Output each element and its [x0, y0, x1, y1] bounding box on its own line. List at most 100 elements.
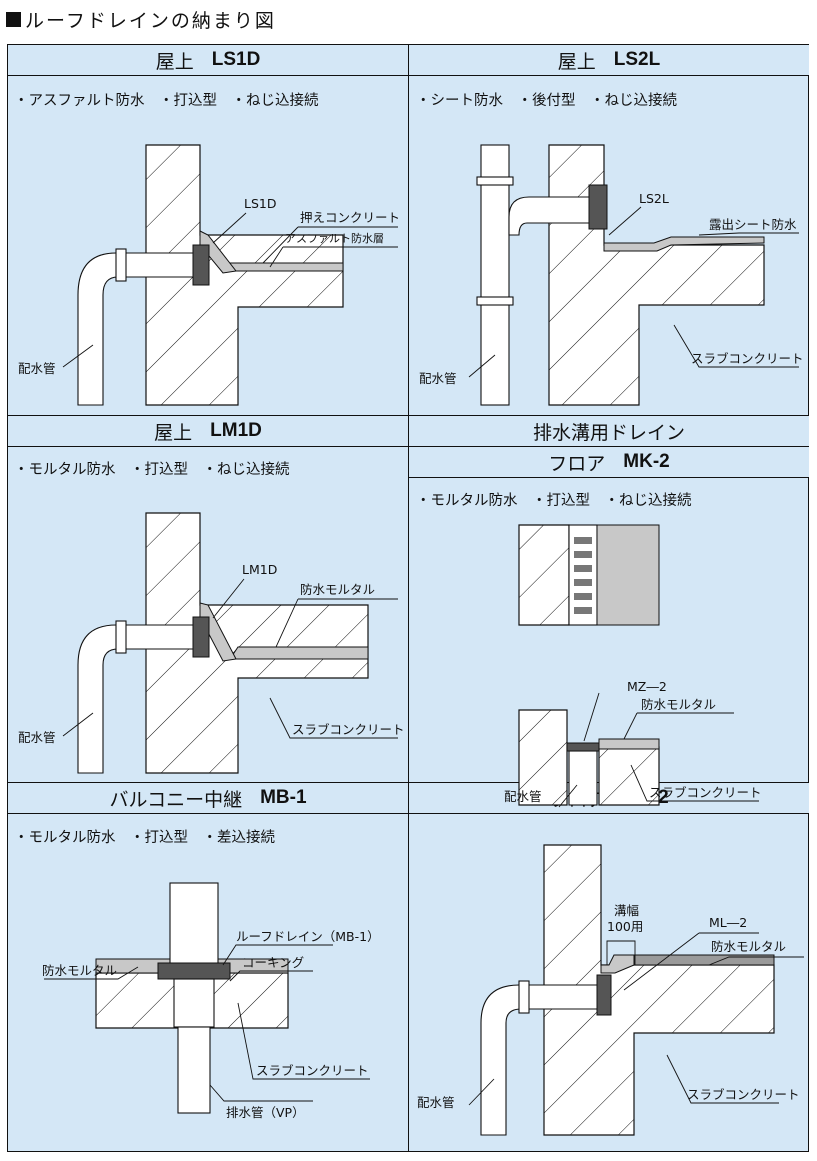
leader-pipe — [468, 354, 496, 378]
section-hatch-right — [599, 747, 659, 805]
drain-pipe-vp — [177, 1026, 211, 1114]
leader-pipe — [62, 344, 94, 368]
leader-layer1 — [623, 712, 734, 740]
panel-title: 屋上 — [557, 50, 596, 73]
label-slab: スラブコンクリート — [687, 1087, 800, 1102]
leader-layer1 — [262, 226, 398, 264]
sheet-membrane — [603, 236, 765, 252]
leader-layer2 — [269, 246, 398, 268]
leader-product — [212, 578, 245, 619]
label-layer2: アスファルト防水層 — [285, 231, 384, 245]
panel-header-ls2l: 屋上 LS2L — [409, 45, 809, 76]
leader-layer1 — [698, 232, 799, 236]
leader-pipe — [468, 1078, 495, 1106]
protect-concrete — [222, 262, 344, 272]
drain-pipe-vertical — [480, 144, 510, 406]
diagram-mb1: ルーフドレイン（MB-1） コーキング 防水モルタル スラブコンクリート 排水管… — [42, 882, 380, 1120]
leader-layer1 — [44, 966, 139, 980]
label-pipe: 配水管 — [417, 1095, 455, 1110]
label-layer1: 防水モルタル — [641, 697, 716, 712]
leader-product — [212, 212, 247, 244]
spec-note-mk2: ・モルタル防水 ・打込型 ・ねじ込接続 — [416, 493, 692, 509]
leader-product — [222, 944, 333, 966]
row-divider-1 — [8, 415, 808, 417]
label-layer1: 露出シート防水 — [709, 217, 797, 232]
panel-header-lm1d: 屋上 LM1D — [8, 416, 408, 447]
leader-slab — [237, 1002, 370, 1080]
label-groove-2: 100用 — [607, 919, 643, 934]
plan-floor — [596, 524, 660, 626]
leader-product — [583, 692, 600, 742]
leader-caulk — [229, 970, 313, 982]
leader-slab — [673, 324, 799, 368]
label-layer1: 防水モルタル — [711, 939, 786, 954]
label-pipe: 配水管 — [18, 730, 56, 745]
column-divider — [408, 45, 410, 1151]
panel-title: 屋上 — [155, 50, 194, 73]
row-divider-2 — [8, 782, 808, 784]
panel-model: LM1D — [210, 420, 262, 441]
diagram-lm1d: LM1D 防水モルタル スラブコンクリート 配水管 — [18, 512, 405, 774]
label-layer1: 押えコンクリート — [300, 210, 400, 225]
label-caulk: コーキング — [242, 955, 304, 970]
diagram-mk2: MZ―2 防水モルタル スラブコンクリート 配水管 — [504, 524, 762, 808]
panel-model: LS1D — [211, 49, 261, 70]
drain-body — [588, 184, 608, 230]
leader-pipe — [62, 712, 94, 737]
label-layer1: 防水モルタル — [42, 963, 117, 978]
mortar-layer — [633, 954, 775, 966]
panel-model: LS2L — [613, 49, 661, 70]
pipe-socket — [518, 980, 530, 1014]
concrete-hatch — [146, 145, 343, 405]
panel-title: フロア — [548, 452, 606, 475]
drain-body — [192, 616, 210, 658]
label-product: MZ―2 — [627, 679, 667, 694]
panel-header-ls1d: 屋上 LS1D — [8, 45, 408, 76]
pipe-coupling-bottom — [476, 296, 514, 306]
asphalt-membrane — [199, 230, 237, 274]
groove-fillet — [600, 954, 635, 974]
page-title: ルーフドレインの納まり図 — [6, 4, 276, 34]
leader-slab — [630, 764, 759, 802]
spec-note-mb1: ・モルタル防水 ・打込型 ・差込接続 — [14, 830, 275, 846]
drain-body — [192, 244, 210, 286]
label-product: LS1D — [244, 196, 276, 211]
label-pipe: 配水管 — [419, 371, 457, 386]
group-header-gutter-drain: 排水溝用ドレイン — [409, 416, 809, 447]
page-title-text: ルーフドレインの納まり図 — [25, 9, 276, 32]
label-groove-1: 溝幅 — [614, 903, 639, 918]
concrete-hatch — [549, 145, 764, 405]
leader-layer1 — [275, 598, 398, 648]
upper-pipe — [169, 882, 219, 966]
panel-model: MK-2 — [623, 451, 670, 472]
label-product: ルーフドレイン（MB-1） — [236, 929, 380, 944]
drain-body — [173, 978, 215, 1028]
spec-note-lm1d: ・モルタル防水 ・打込型 ・ねじ込接続 — [14, 462, 290, 478]
mortar-layer — [598, 738, 660, 750]
label-product: LM1D — [242, 562, 277, 577]
leader-slab — [666, 1054, 779, 1104]
group-title: 排水溝用ドレイン — [532, 421, 685, 444]
label-product: LS2L — [639, 191, 669, 206]
panel-model: MB-1 — [260, 787, 307, 808]
pipe-coupling-top — [476, 176, 514, 186]
leader-product — [608, 206, 642, 236]
label-pipe: 排水管（VP） — [226, 1105, 305, 1120]
label-slab: スラブコンクリート — [292, 722, 405, 737]
leader-pipe — [209, 1084, 313, 1102]
grating-slots — [574, 537, 592, 614]
drawing-grid: 屋上 LS1D 屋上 LS2L 屋上 LM1D 排水溝用ドレイン フロア MK-… — [7, 44, 809, 1152]
leader-slab — [269, 697, 398, 739]
spec-note-ls2l: ・シート防水 ・後付型 ・ねじ込接続 — [416, 93, 677, 109]
drain-body — [566, 742, 600, 752]
spec-note-ls1d: ・アスファルト防水 ・打込型 ・ねじ込接続 — [14, 93, 319, 109]
leader-pipe — [558, 784, 578, 808]
section-hatch-left — [519, 710, 567, 805]
leader-product — [623, 932, 759, 991]
pipe-socket — [115, 248, 127, 282]
diagram-ls1d: LS1D 押えコンクリート アスファルト防水層 配水管 — [18, 144, 400, 406]
panel-title: バルコニー中継 — [109, 788, 243, 811]
label-product: ML―2 — [709, 915, 747, 930]
label-slab: スラブコンクリート — [691, 351, 804, 366]
diagram-ml2: 溝幅 100用 ML―2 防水モルタル スラブコンクリート 配水管 — [417, 844, 804, 1136]
